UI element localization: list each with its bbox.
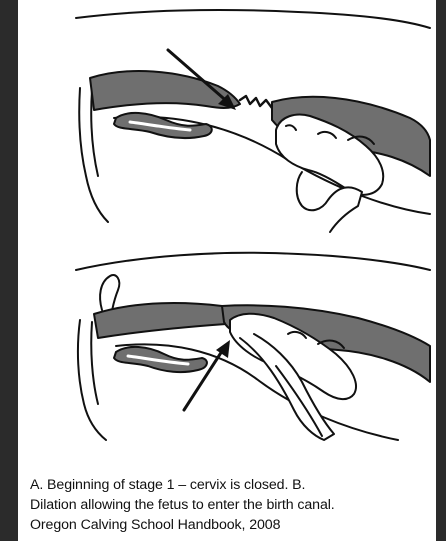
panel-b-back-line — [76, 253, 430, 270]
figure-caption: A. Beginning of stage 1 – cervix is clos… — [30, 475, 430, 535]
panel-a-vagina-shading — [90, 71, 240, 110]
panel-a-cervix-closed — [76, 10, 430, 232]
caption-source: Oregon Calving School Handbook, 2008 — [30, 515, 430, 535]
panel-b-arrow-shaft — [184, 348, 224, 410]
caption-line-2: Dilation allowing the fetus to enter the… — [30, 495, 430, 515]
panel-b-vagina-shading — [94, 303, 231, 338]
panel-a-cervix — [240, 96, 272, 108]
caption-line-1: A. Beginning of stage 1 – cervix is clos… — [30, 475, 430, 495]
panel-a-back-line — [76, 10, 430, 28]
figure-page: A. Beginning of stage 1 – cervix is clos… — [18, 0, 436, 541]
calving-diagram — [18, 0, 436, 460]
panel-b-dilation — [76, 253, 430, 440]
